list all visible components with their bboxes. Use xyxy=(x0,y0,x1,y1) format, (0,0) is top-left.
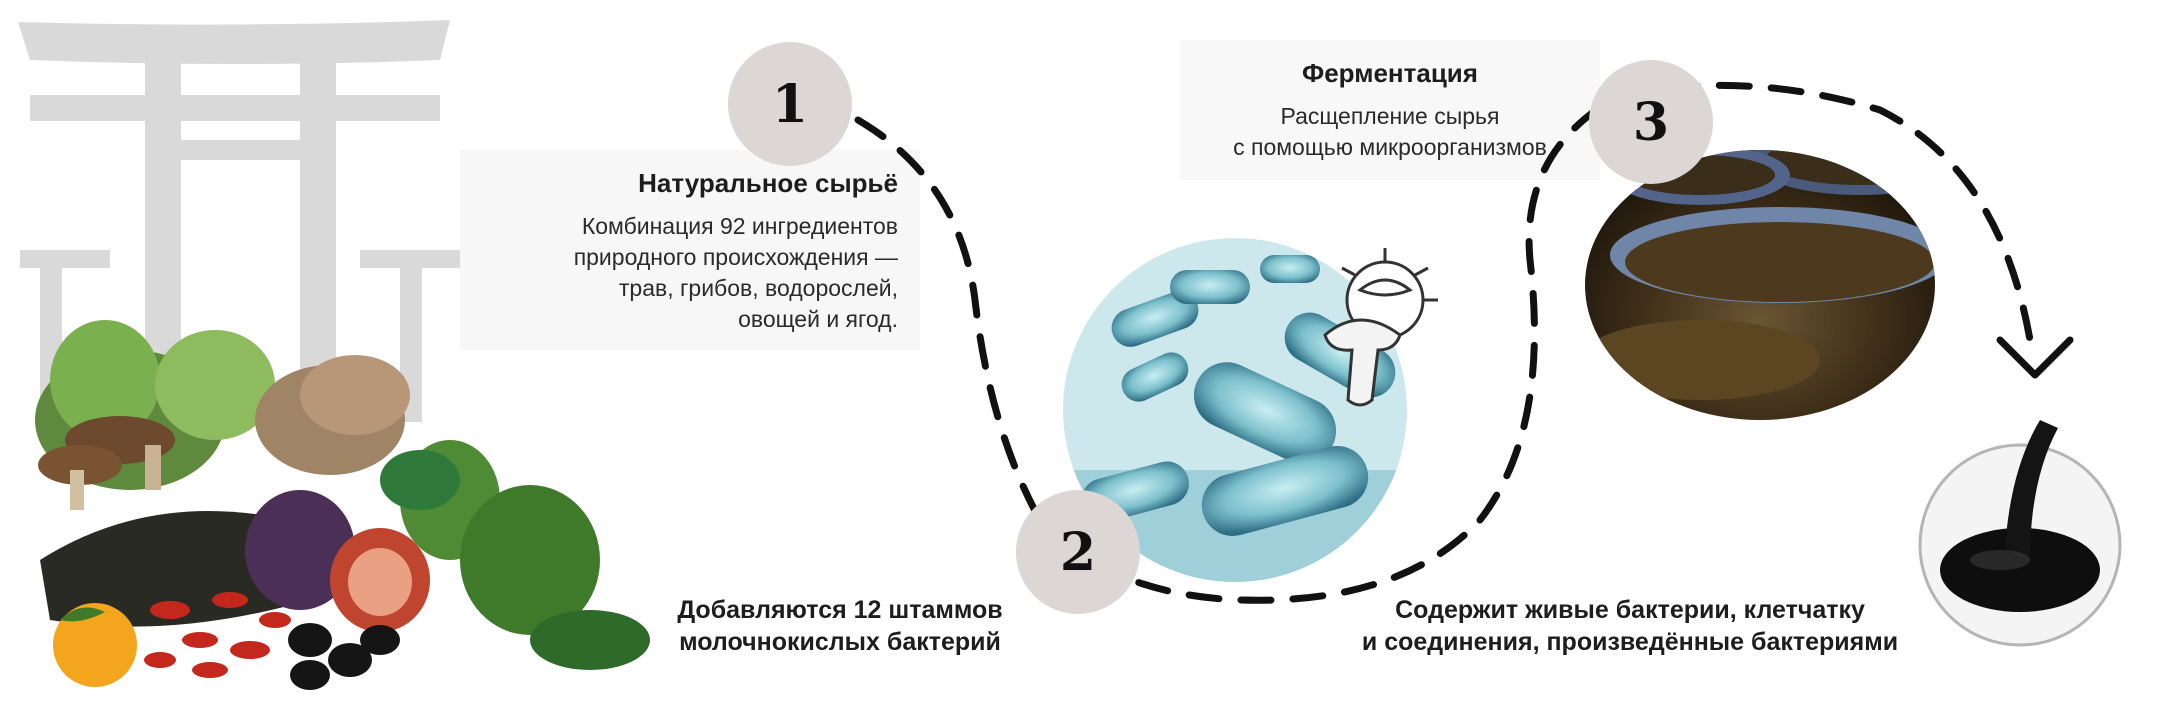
step-1-line: трав, грибов, водорослей, xyxy=(618,275,898,301)
process-flow-path xyxy=(854,81,2034,604)
step-1-line: овощей и ягод. xyxy=(738,306,898,332)
step-2-number: 2 xyxy=(1016,490,1140,614)
result-line: и соединения, произведённые бактериями xyxy=(1361,628,1899,656)
background-panel xyxy=(1180,40,1600,180)
step-1-line: Комбинация 92 ингредиентов xyxy=(581,213,898,239)
step-1-number: 1 xyxy=(728,42,852,166)
vegetables-image xyxy=(35,320,650,690)
step-2-line: Добавляются 12 штаммов xyxy=(677,596,1003,624)
step-1-title: Натуральное сырьё xyxy=(638,168,898,198)
background-panel xyxy=(460,150,920,350)
result-text: Содержит живые бактерии, клетчатку и сое… xyxy=(1300,594,1960,658)
step-1-description: Комбинация 92 ингредиентов природного пр… xyxy=(470,211,898,335)
step-3-line: Расщепление сырья xyxy=(1280,103,1500,129)
step-2-line: молочнокислых бактерий xyxy=(679,628,1001,656)
arrow-head-icon xyxy=(1996,336,2074,379)
step-3-block: Ферментация Расщепление сырья с помощью … xyxy=(1180,58,1600,163)
step-3-description: Расщепление сырья с помощью микроорганиз… xyxy=(1180,101,1600,163)
step-2-text: Добавляются 12 штаммов молочнокислых бак… xyxy=(640,594,1040,658)
step-3-line: с помощью микроорганизмов xyxy=(1233,134,1547,160)
mushroom-icon xyxy=(1323,248,1438,407)
result-line: Содержит живые бактерии, клетчатку xyxy=(1395,596,1865,624)
step-1-line: природного происхождения — xyxy=(573,244,898,270)
step-1-block: Натуральное сырьё Комбинация 92 ингредие… xyxy=(470,168,898,335)
step-3-number: 3 xyxy=(1589,60,1713,184)
dark-paste-image xyxy=(1918,420,2122,647)
step-3-title: Ферментация xyxy=(1302,58,1478,88)
